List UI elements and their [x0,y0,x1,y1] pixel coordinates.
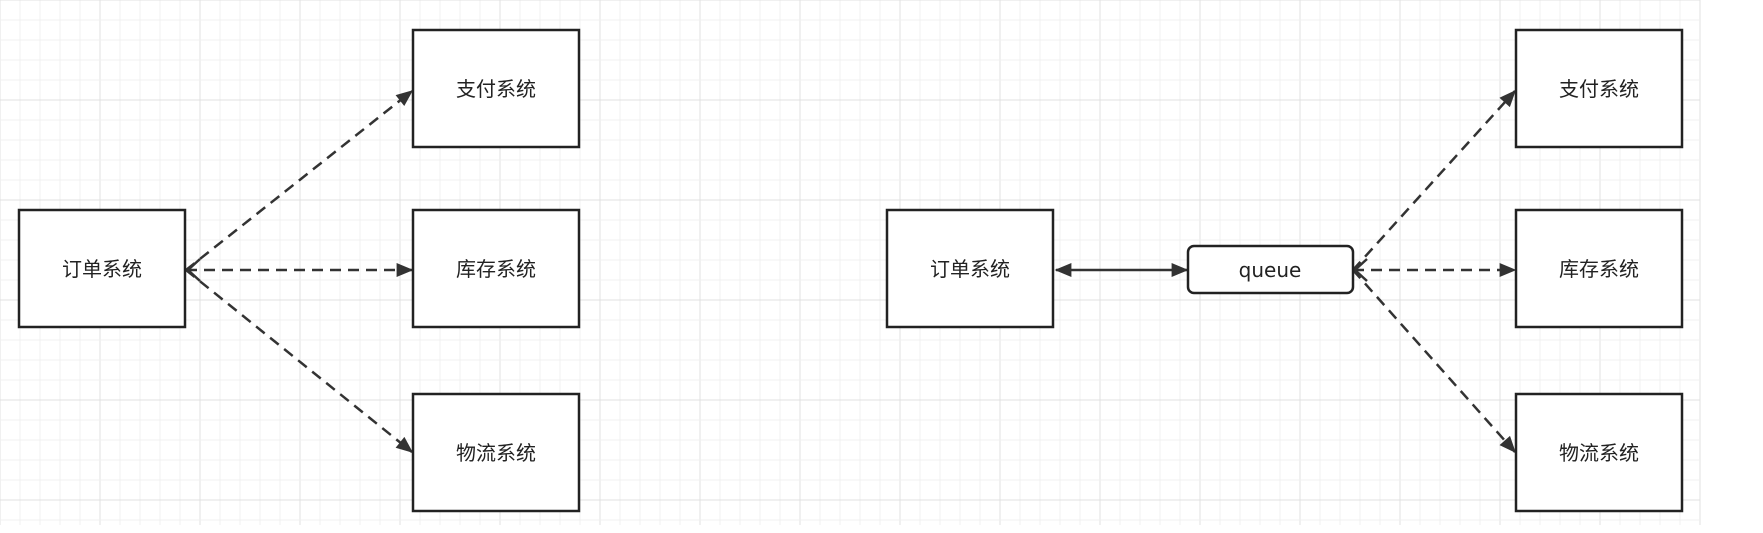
queue-box[interactable]: queue [1186,244,1355,295]
left-inventory-system-label: 库存系统 [456,257,536,281]
grid-background [0,0,1701,525]
left-arrow-to-logistics [185,269,414,453]
left-diagram: 订单系统 支付系统 库存系统 物流系统 [17,28,581,513]
left-order-system-label: 订单系统 [62,257,142,281]
right-payment-system-label: 支付系统 [1559,77,1639,101]
left-order-system-box[interactable]: 订单系统 [17,208,187,329]
left-arrow-to-payment [185,90,414,271]
left-logistics-system-box[interactable]: 物流系统 [411,392,581,513]
right-logistics-system-box[interactable]: 物流系统 [1514,392,1684,513]
right-arrow-to-payment [1352,89,1516,271]
right-arrow-to-logistics [1352,269,1516,454]
left-payment-system-label: 支付系统 [456,77,536,101]
right-order-system-label: 订单系统 [930,257,1010,281]
left-logistics-system-label: 物流系统 [456,441,536,465]
right-inventory-system-box[interactable]: 库存系统 [1514,208,1684,329]
right-logistics-system-label: 物流系统 [1559,441,1639,465]
right-source-chevron [1353,258,1368,282]
right-payment-system-box[interactable]: 支付系统 [1514,28,1684,149]
right-order-system-box[interactable]: 订单系统 [885,208,1055,329]
left-inventory-system-box[interactable]: 库存系统 [411,208,581,329]
left-payment-system-box[interactable]: 支付系统 [411,28,581,149]
right-diagram: 订单系统 queue 支付系统 库存系统 物流系统 [885,28,1684,513]
right-inventory-system-label: 库存系统 [1559,257,1639,281]
left-source-chevron [186,258,201,282]
queue-label: queue [1239,258,1302,282]
